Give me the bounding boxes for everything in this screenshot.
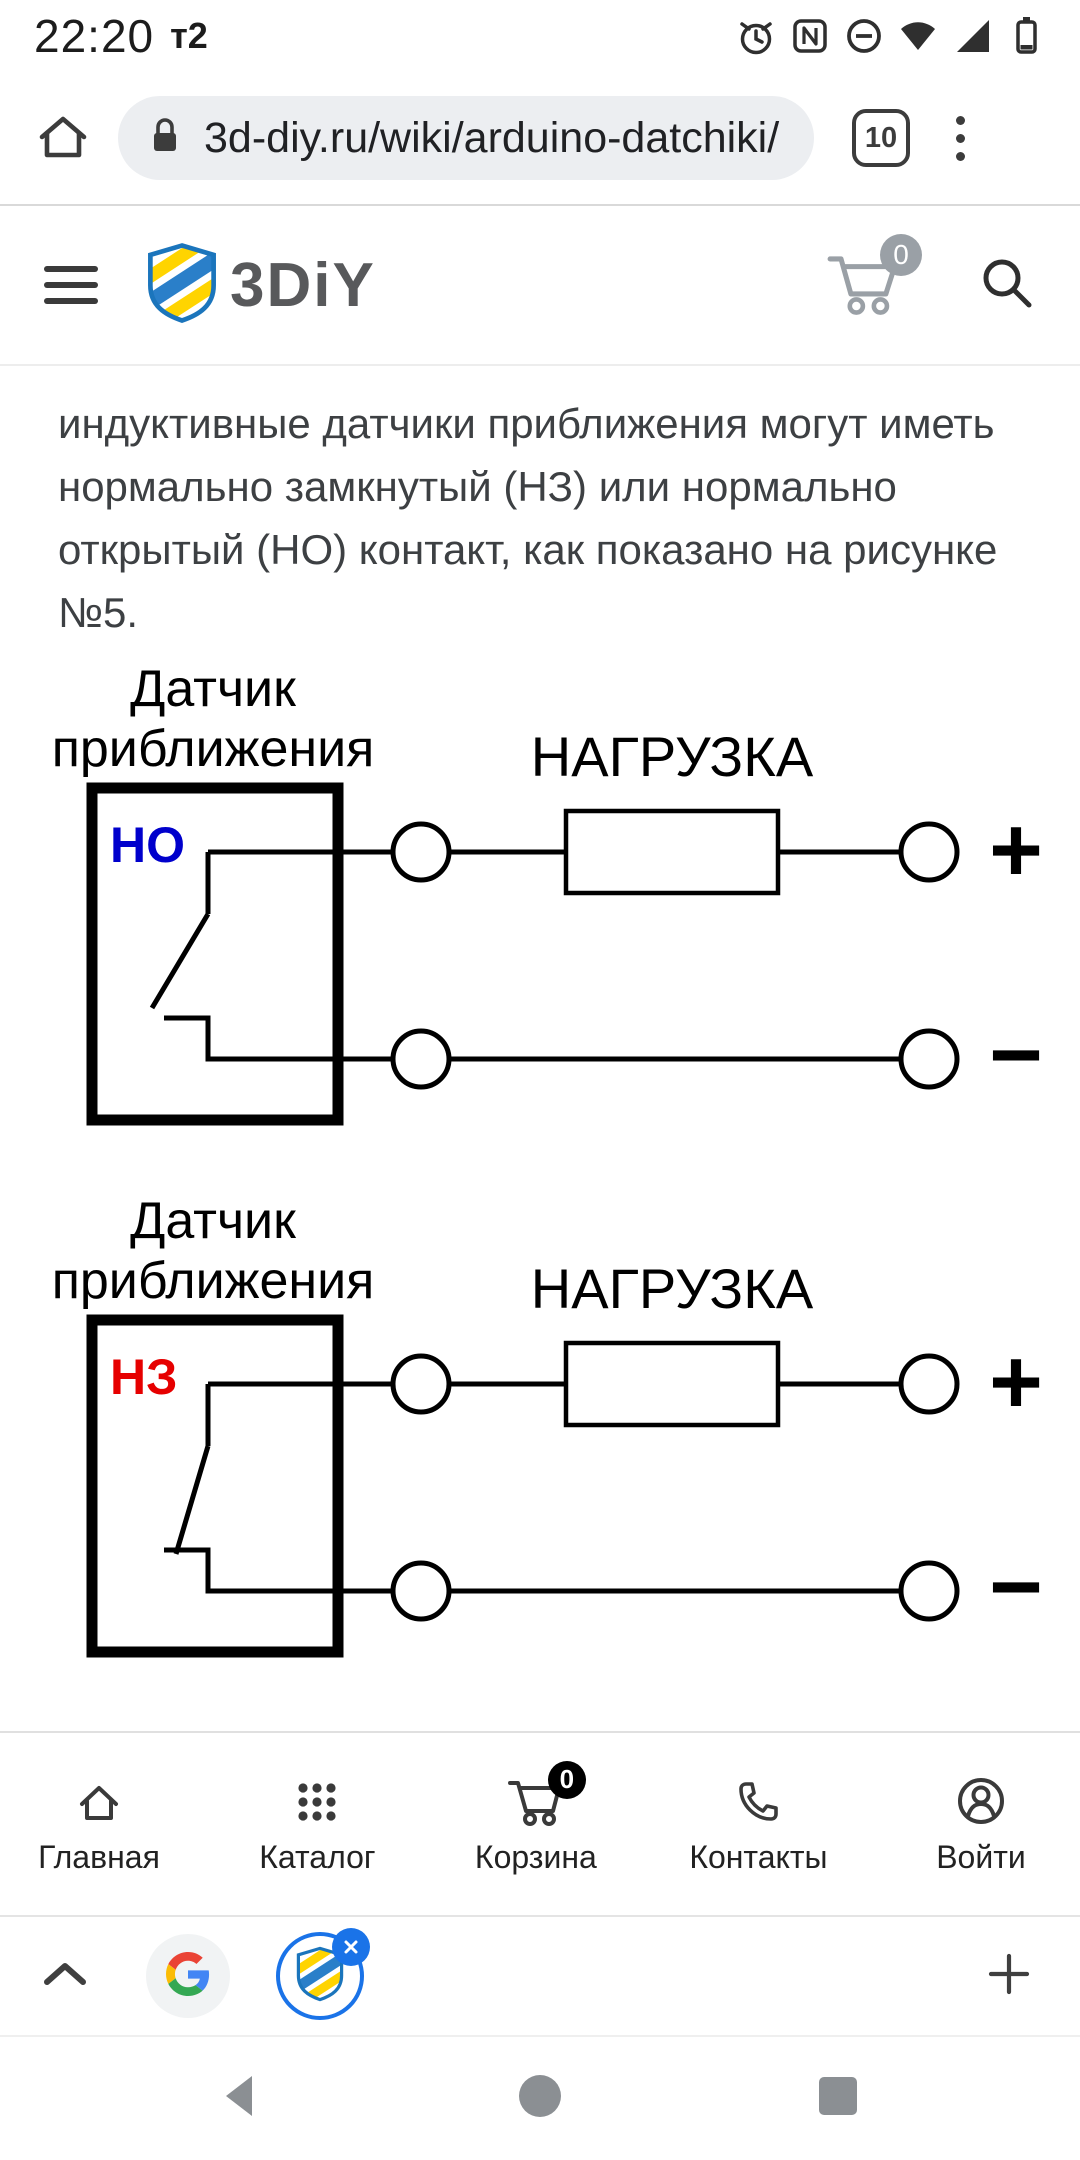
nav-item-catalog[interactable]: Каталог <box>252 1733 382 1915</box>
wiring-diagram-normally-closed: Датчик приближения НАГРУЗКА НЗ + − <box>52 1192 1043 1658</box>
android-back-button[interactable] <box>218 2072 266 2125</box>
switch-contact <box>164 1015 338 1062</box>
plus-sign: + <box>989 799 1043 901</box>
wifi-icon <box>898 16 938 56</box>
close-tab-button[interactable] <box>332 1928 370 1966</box>
collapse-chevron-button[interactable] <box>42 1961 88 1992</box>
url-bar[interactable]: 3d-diy.ru/wiki/arduino-datchiki/ <box>118 96 814 180</box>
tab-count: 10 <box>864 121 898 154</box>
nfc-icon <box>790 16 830 56</box>
tab-switcher-button[interactable]: 10 <box>852 109 910 167</box>
battery-icon <box>1006 14 1046 58</box>
plus-sign: + <box>989 1331 1043 1433</box>
sensor-box <box>86 1314 344 1658</box>
nav-item-cart[interactable]: 0 Корзина <box>471 1733 601 1915</box>
android-nav-bar <box>0 2035 1080 2160</box>
header-cart-badge: 0 <box>880 233 922 276</box>
terminal-node <box>898 1560 960 1622</box>
site-bottom-nav: Главная Каталог 0 Корзина Контакты <box>0 1731 1080 1915</box>
hamburger-menu-button[interactable] <box>40 262 102 308</box>
browser-address-bar: 3d-diy.ru/wiki/arduino-datchiki/ 10 <box>0 72 1080 204</box>
sensor-label-line2: приближения <box>52 1252 375 1310</box>
status-bar: 22:20 т2 <box>0 0 1080 72</box>
terminal-node <box>898 821 960 883</box>
load-label: НАГРУЗКА <box>531 1257 814 1320</box>
cart-icon: 0 <box>506 1760 586 1827</box>
load-resistor <box>563 1340 781 1428</box>
logo-text: 3DiY <box>230 250 376 320</box>
article-line: индуктивные датчики приближения могут им… <box>58 400 995 447</box>
terminal-node <box>390 1560 452 1622</box>
google-logo-icon <box>166 1951 210 2001</box>
terminal-node <box>898 1028 960 1090</box>
shield-logo-icon <box>146 242 218 329</box>
browser-menu-button[interactable] <box>950 110 971 167</box>
contact-type-label: НО <box>110 817 185 873</box>
new-tab-plus-button[interactable] <box>980 1945 1038 2008</box>
wiring-diagram-normally-open: Датчик приближения НАГРУЗКА НО + − <box>52 660 1043 1126</box>
active-site-tab-button[interactable] <box>276 1928 370 2020</box>
nav-item-contacts[interactable]: Контакты <box>689 1733 828 1915</box>
minus-sign: − <box>989 1536 1043 1638</box>
switch-blade-closed <box>173 1381 338 1555</box>
minus-sign: − <box>989 1004 1043 1106</box>
sensor-box <box>86 782 344 1126</box>
phone-icon <box>733 1773 783 1827</box>
load-resistor <box>563 808 781 896</box>
signal-icon <box>952 16 992 56</box>
switch-blade-open <box>149 849 338 1010</box>
carrier-logo: т2 <box>170 15 208 56</box>
nav-label: Каталог <box>259 1838 376 1875</box>
cart-badge: 0 <box>547 1760 586 1799</box>
sensor-label-line1: Датчик <box>130 1192 296 1250</box>
terminal-node <box>390 1353 452 1415</box>
search-button[interactable] <box>974 250 1040 321</box>
clock-text: 22:20 <box>34 10 155 62</box>
cart-icon <box>824 255 904 322</box>
account-icon <box>955 1773 1007 1827</box>
article-line: открытый (НО) контакт, как показано на р… <box>58 526 998 573</box>
android-recents-button[interactable] <box>814 2072 862 2125</box>
android-home-button[interactable] <box>516 2072 564 2125</box>
home-button[interactable] <box>34 110 92 167</box>
catalog-grid-icon <box>292 1773 342 1827</box>
nav-label: Корзина <box>474 1838 597 1875</box>
contact-type-label: НЗ <box>110 1349 177 1405</box>
alarm-icon <box>736 16 776 56</box>
article-line: нормально замкнутый (НЗ) или нормально <box>58 463 897 510</box>
terminal-node <box>898 1353 960 1415</box>
sensor-label-line1: Датчик <box>130 660 296 718</box>
home-icon <box>74 1773 124 1827</box>
nav-item-login[interactable]: Войти <box>916 1733 1046 1915</box>
article-paragraph: индуктивные датчики приближения могут им… <box>58 392 1038 644</box>
nav-item-home[interactable]: Главная <box>34 1733 164 1915</box>
site-logo[interactable]: 3DiY <box>146 242 376 329</box>
search-icon <box>978 259 1036 316</box>
nav-label: Войти <box>936 1838 1026 1875</box>
nav-label: Контакты <box>689 1838 828 1875</box>
url-text: 3d-diy.ru/wiki/arduino-datchiki/ <box>204 113 780 162</box>
header-cart-button[interactable]: 0 <box>824 233 922 323</box>
terminal-node <box>390 1028 452 1090</box>
article-line: №5. <box>58 589 139 636</box>
switch-contact <box>164 1547 338 1594</box>
sensor-label-line2: приближения <box>52 720 375 778</box>
do-not-disturb-icon <box>844 16 884 56</box>
chrome-tab-strip <box>0 1915 1080 2035</box>
google-tab-button[interactable] <box>146 1934 230 2018</box>
terminal-node <box>390 821 452 883</box>
lock-icon <box>148 116 182 161</box>
nav-label: Главная <box>38 1838 160 1875</box>
load-label: НАГРУЗКА <box>531 725 814 788</box>
site-header: 3DiY 0 <box>0 204 1080 366</box>
